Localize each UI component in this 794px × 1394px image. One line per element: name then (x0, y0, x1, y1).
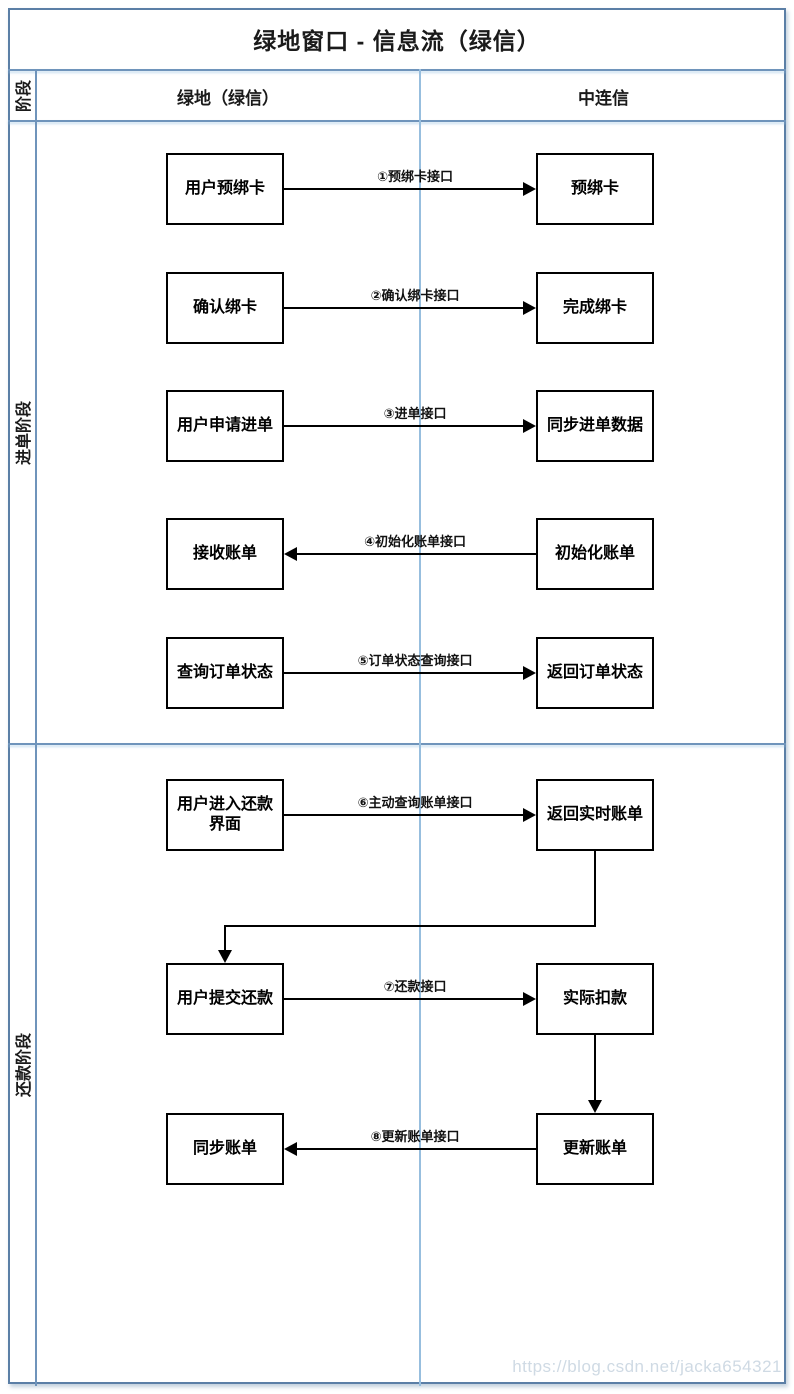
phase-column-line (35, 69, 37, 1386)
lane-label-intake-phase: 进单阶段 (16, 400, 33, 466)
node-user-prebind-card: 用户预绑卡 (166, 153, 284, 225)
node-confirm-bind-card: 确认绑卡 (166, 272, 284, 344)
arrow-line-8 (294, 1148, 536, 1150)
node-init-bill: 初始化账单 (536, 518, 654, 590)
column-header-right: 中连信 (578, 89, 629, 108)
arrow-line-2 (284, 307, 526, 309)
arrowhead-right-icon (523, 808, 536, 822)
title-divider-line (8, 69, 786, 71)
node-receive-bill: 接收账单 (166, 518, 284, 590)
swimlane-divider-vertical (419, 69, 421, 1386)
node-return-order-status: 返回订单状态 (536, 637, 654, 709)
arrowhead-down-icon (588, 1100, 602, 1113)
arrow-label-1: ①预绑卡接口 (376, 169, 454, 184)
node-query-order-status: 查询订单状态 (166, 637, 284, 709)
node-actual-deduction: 实际扣款 (536, 963, 654, 1035)
arrowhead-left-icon (284, 1142, 297, 1156)
lane-label-repayment-phase: 还款阶段 (16, 1032, 33, 1098)
arrow-line-5 (284, 672, 526, 674)
arrow-line-7 (284, 998, 526, 1000)
arrow-label-7: ⑦还款接口 (383, 979, 447, 994)
column-header-left: 绿地（绿信） (177, 89, 279, 108)
elbow-connector-vertical-left (224, 925, 226, 952)
node-sync-bill: 同步账单 (166, 1113, 284, 1185)
header-divider-line (8, 120, 786, 122)
arrow-line-6 (284, 814, 526, 816)
node-return-realtime-bill: 返回实时账单 (536, 779, 654, 851)
node-sync-intake-data: 同步进单数据 (536, 390, 654, 462)
arrowhead-left-icon (284, 547, 297, 561)
node-update-bill: 更新账单 (536, 1113, 654, 1185)
lane-divider-horizontal (8, 743, 786, 745)
arrow-line-4 (294, 553, 536, 555)
diagram-title: 绿地窗口 - 信息流（绿信） (253, 28, 541, 54)
arrow-line-3 (284, 425, 526, 427)
arrowhead-right-icon (523, 419, 536, 433)
outer-frame (8, 8, 786, 1384)
arrowhead-right-icon (523, 182, 536, 196)
arrow-label-2: ②确认绑卡接口 (370, 288, 460, 303)
node-prebind-card: 预绑卡 (536, 153, 654, 225)
arrow-label-3: ③进单接口 (383, 406, 447, 421)
node-user-apply-intake: 用户申请进单 (166, 390, 284, 462)
node-user-submit-repayment: 用户提交还款 (166, 963, 284, 1035)
elbow-connector-horizontal (224, 925, 596, 927)
node-complete-bind-card: 完成绑卡 (536, 272, 654, 344)
arrowhead-right-icon (523, 301, 536, 315)
arrow-label-6: ⑥主动查询账单接口 (357, 795, 473, 810)
watermark-url: https://blog.csdn.net/jacka654321 (512, 1357, 782, 1376)
phase-header-label: 阶段 (16, 79, 33, 113)
node-user-enter-repay-screen: 用户进入还款界面 (166, 779, 284, 851)
arrowhead-right-icon (523, 992, 536, 1006)
down-connector-vertical (594, 1035, 596, 1102)
arrow-line-1 (284, 188, 526, 190)
arrow-label-4: ④初始化账单接口 (363, 534, 467, 549)
arrowhead-right-icon (523, 666, 536, 680)
elbow-connector-vertical-right (594, 851, 596, 925)
arrowhead-down-icon (218, 950, 232, 963)
arrow-label-5: ⑤订单状态查询接口 (357, 653, 473, 668)
arrow-label-8: ⑧更新账单接口 (370, 1129, 460, 1144)
